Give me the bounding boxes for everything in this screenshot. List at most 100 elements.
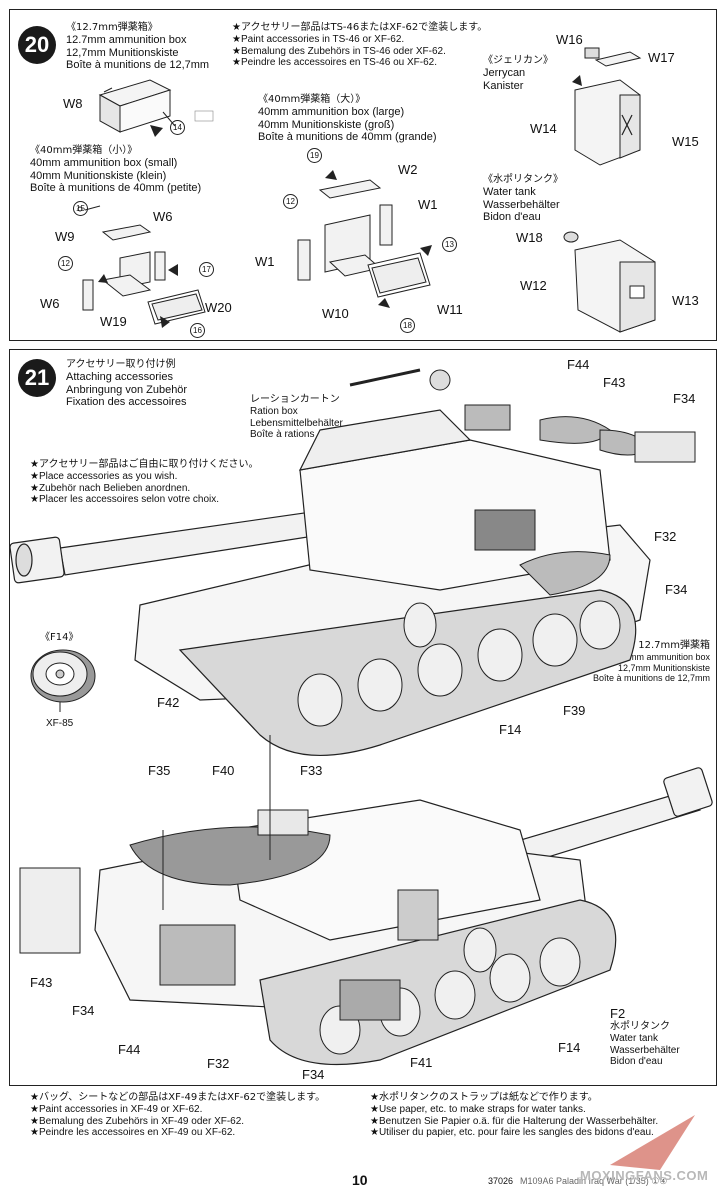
f14-detail-title: 《F14》 bbox=[40, 632, 79, 643]
footer-left-fr: ★Peindre les accessoires en XF-49 ou XF-… bbox=[30, 1127, 236, 1138]
jerrycan-de: Kanister bbox=[483, 79, 524, 92]
water-de: Wasserbehälter bbox=[483, 198, 560, 211]
part-w2: W2 bbox=[398, 162, 418, 177]
part-w10: W10 bbox=[322, 306, 349, 321]
jerrycan-en: Jerrycan bbox=[483, 67, 526, 79]
water-en: Water tank bbox=[483, 186, 536, 198]
page-number: 10 bbox=[352, 1172, 368, 1188]
ammo127-fr: Boîte à munitions de 12,7mm bbox=[66, 59, 210, 71]
step21-title: アクセサリー取り付け例 Attaching accessories Anbrin… bbox=[66, 359, 187, 409]
decal-16: 16 bbox=[190, 323, 205, 338]
decal-13: 13 bbox=[442, 237, 457, 252]
footer-note-right: ★水ポリタンクのストラップは紙などで作ります。 ★Use paper, etc.… bbox=[370, 1092, 658, 1139]
ration-fr: Boîte à rations bbox=[250, 429, 315, 440]
f14-wheel-drawing bbox=[30, 649, 96, 712]
footer-note-left: ★バッグ、シートなどの部品はXF-49またはXF-62で塗装します。 ★Pain… bbox=[30, 1092, 325, 1139]
label-f40: F40 bbox=[212, 763, 235, 778]
label-f43a: F43 bbox=[603, 375, 626, 390]
part-w12: W12 bbox=[520, 278, 547, 293]
part-w18: W18 bbox=[516, 230, 543, 245]
footer-right-de: ★Benutzen Sie Papier o.ä. für die Halter… bbox=[370, 1115, 659, 1127]
step21-note-fr: ★Placer les accessoires selon votre choi… bbox=[30, 494, 220, 505]
step21-note: ★アクセサリー部品はご自由に取り付けください。 ★Place accessori… bbox=[30, 459, 258, 506]
step20-ammo127-text: 《12.7mm弾薬箱》 12.7mm ammunition box 12,7mm… bbox=[66, 22, 209, 72]
footer-left-jp: ★バッグ、シートなどの部品はXF-49またはXF-62で塗装します。 bbox=[30, 1092, 326, 1103]
water-label-de: Wasserbehälter bbox=[610, 1044, 680, 1056]
ammo127-box-drawing bbox=[77, 47, 656, 333]
step21-note-jp: ★アクセサリー部品はご自由に取り付けください。 bbox=[30, 459, 259, 470]
ammo40s-de: 40mm Munitionskiste (klein) bbox=[30, 169, 167, 182]
decal-12a: 12 bbox=[58, 256, 73, 271]
ration-en: Ration box bbox=[250, 406, 298, 417]
step21-title-jp: アクセサリー取り付け例 bbox=[66, 359, 176, 370]
ammo40l-de: 40mm Munitionskiste (groß) bbox=[258, 118, 395, 131]
step21-note-de: ★Zubehör nach Belieben anordnen. bbox=[30, 482, 191, 494]
footer-right-en: ★Use paper, etc. to make straps for wate… bbox=[370, 1104, 586, 1115]
part-w15: W15 bbox=[672, 134, 699, 149]
water-fr: Bidon d'eau bbox=[483, 211, 541, 223]
part-w19: W19 bbox=[100, 314, 127, 329]
watermark-logo bbox=[610, 1115, 695, 1170]
label-f42: F42 bbox=[157, 695, 180, 710]
ammo127-jp: 《12.7mm弾薬箱》 bbox=[66, 22, 158, 33]
decal-12b: 12 bbox=[283, 194, 298, 209]
ammo127-label-en: 12.7mm ammunition box bbox=[611, 652, 710, 662]
label-f44a: F44 bbox=[567, 357, 590, 372]
part-w1a: W1 bbox=[418, 197, 438, 212]
label-f43b: F43 bbox=[30, 975, 53, 990]
decal-17: 17 bbox=[199, 262, 214, 277]
part-w9: W9 bbox=[55, 229, 75, 244]
footer-left-de: ★Bemalung des Zubehörs in XF-49 oder XF-… bbox=[30, 1115, 245, 1127]
label-f34c: F34 bbox=[72, 1003, 95, 1018]
step21-note-en: ★Place accessories as you wish. bbox=[30, 471, 178, 482]
label-f14b: F14 bbox=[558, 1040, 581, 1055]
label-f39: F39 bbox=[563, 703, 586, 718]
ammo40l-en: 40mm ammunition box (large) bbox=[258, 106, 405, 118]
label-f41: F41 bbox=[410, 1055, 433, 1070]
step20-jerrycan-text: 《ジェリカン》 Jerrycan Kanister bbox=[483, 55, 553, 92]
ammo127-en: 12.7mm ammunition box bbox=[66, 34, 187, 46]
step21-title-de: Anbringung von Zubehör bbox=[66, 383, 188, 396]
footer-title: M109A6 Paladin Iraq War (1/35) ①④ bbox=[520, 1176, 668, 1186]
water-label-en: Water tank bbox=[610, 1033, 658, 1044]
part-w1b: W1 bbox=[255, 254, 275, 269]
part-w14: W14 bbox=[530, 121, 557, 136]
part-w17: W17 bbox=[648, 50, 675, 65]
step20-number: 20 bbox=[18, 26, 56, 64]
label-f35: F35 bbox=[148, 763, 171, 778]
water-tank-label: F2 水ポリタンク Water tank Wasserbehälter Bido… bbox=[610, 1006, 680, 1068]
ammo127-label-fr: Boîte à munitions de 12,7mm bbox=[592, 673, 710, 683]
decal-19: 19 bbox=[307, 148, 322, 163]
ration-jp: レーションカートン bbox=[250, 394, 340, 405]
part-w8: W8 bbox=[63, 96, 83, 111]
step21-title-en: Attaching accessories bbox=[66, 371, 173, 383]
part-w6a: W6 bbox=[153, 209, 173, 224]
label-f32a: F32 bbox=[654, 529, 677, 544]
label-f34b: F34 bbox=[665, 582, 688, 597]
step20-ammo40l-text: 《40mm弾薬箱（大）》 40mm ammunition box (large)… bbox=[258, 94, 437, 144]
label-f32b: F32 bbox=[207, 1056, 230, 1071]
ration-box-label: レーションカートン Ration box Lebensmittelbehälte… bbox=[250, 394, 343, 441]
decal-18: 18 bbox=[400, 318, 415, 333]
decal-15: 15 bbox=[73, 201, 88, 216]
ammo40s-en: 40mm ammunition box (small) bbox=[30, 157, 178, 169]
decal-14: 14 bbox=[170, 120, 185, 135]
water-part-f2: F2 bbox=[610, 1006, 626, 1021]
paint-note-fr: ★Peindre les accessoires en TS-46 ou XF-… bbox=[232, 57, 437, 68]
label-f33: F33 bbox=[300, 763, 323, 778]
label-f34d: F34 bbox=[302, 1067, 325, 1082]
water-jp: 《水ポリタンク》 bbox=[483, 174, 563, 185]
part-w13: W13 bbox=[672, 293, 699, 308]
step21-title-fr: Fixation des accessoires bbox=[66, 396, 187, 408]
ammo40l-fr: Boîte à munitions de 40mm (grande) bbox=[258, 131, 437, 143]
part-w11: W11 bbox=[437, 302, 463, 317]
jerrycan-jp: 《ジェリカン》 bbox=[483, 55, 553, 66]
watermark-text: MOXINGFANS.COM bbox=[580, 1168, 709, 1183]
ammo127-label-jp: 12.7mm弾薬箱 bbox=[638, 640, 710, 651]
ration-de: Lebensmittelbehälter bbox=[250, 417, 343, 429]
ammo127-de: 12,7mm Munitionskiste bbox=[66, 46, 179, 59]
ammo127-label-de: 12,7mm Munitionskiste bbox=[617, 662, 710, 673]
paint-note-jp: ★アクセサリー部品はTS-46またはXF-62で塗装します。 bbox=[232, 22, 488, 33]
label-f34a: F34 bbox=[673, 391, 696, 406]
